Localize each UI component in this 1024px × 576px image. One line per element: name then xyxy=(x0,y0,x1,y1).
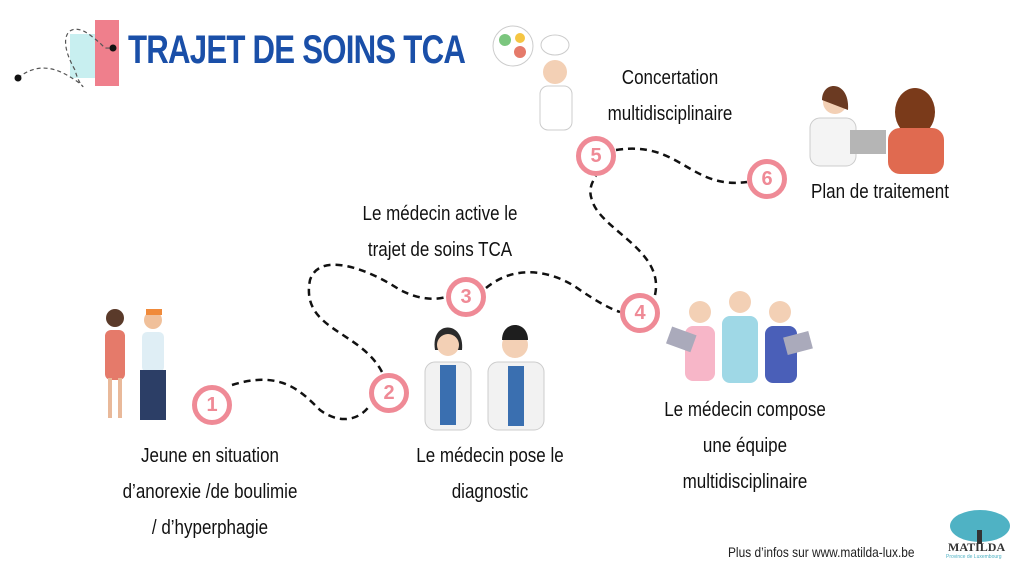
step-6-label: Plan de traitement xyxy=(804,174,957,210)
step-3-badge: 3 xyxy=(446,277,486,317)
step-4-badge: 4 xyxy=(620,293,660,333)
label-line: d’anorexie /de boulimie xyxy=(122,481,298,503)
step-6-badge: 6 xyxy=(747,159,787,199)
step-5-label: Concertation multidisciplinaire xyxy=(585,60,755,132)
label-line: diagnostic xyxy=(451,481,529,503)
label-line: Plan de traitement xyxy=(811,181,949,203)
youth-illustration xyxy=(105,309,166,420)
label-line: multidisciplinaire xyxy=(607,103,733,125)
logo-text: MATILDA xyxy=(948,540,1006,554)
label-line: trajet de soins TCA xyxy=(367,239,513,261)
page-title: TRAJET DE SOINS TCA xyxy=(128,28,466,72)
label-line: Le médecin active le xyxy=(362,203,518,225)
title-decoration-bar xyxy=(95,20,119,86)
step-5-badge: 5 xyxy=(576,136,616,176)
step-1-label: Jeune en situation d’anorexie /de boulim… xyxy=(100,438,321,546)
footer-link[interactable]: Plus d’infos sur www.matilda-lux.be xyxy=(728,544,915,560)
logo-subtitle: Province de Luxembourg xyxy=(946,554,1002,560)
step-3-label: Le médecin active le trajet de soins TCA xyxy=(347,196,534,268)
doctors-illustration xyxy=(424,325,545,431)
label-line: Concertation xyxy=(621,67,719,89)
step-4-label: Le médecin compose une équipe multidisci… xyxy=(647,392,843,500)
label-line: Jeune en situation xyxy=(141,445,279,467)
label-line: une équipe xyxy=(702,435,788,457)
nutritionist-illustration xyxy=(492,25,573,131)
label-line: Le médecin compose xyxy=(664,399,826,421)
label-line: multidisciplinaire xyxy=(682,471,808,493)
consultation-illustration xyxy=(809,86,944,174)
step-1-badge: 1 xyxy=(192,385,232,425)
team-illustration xyxy=(665,291,813,383)
label-line: / d’hyperphagie xyxy=(151,517,269,539)
label-line: Le médecin pose le xyxy=(416,445,564,467)
matilda-logo xyxy=(950,510,1010,544)
step-2-label: Le médecin pose le diagnostic xyxy=(397,438,584,510)
step-2-badge: 2 xyxy=(369,373,409,413)
